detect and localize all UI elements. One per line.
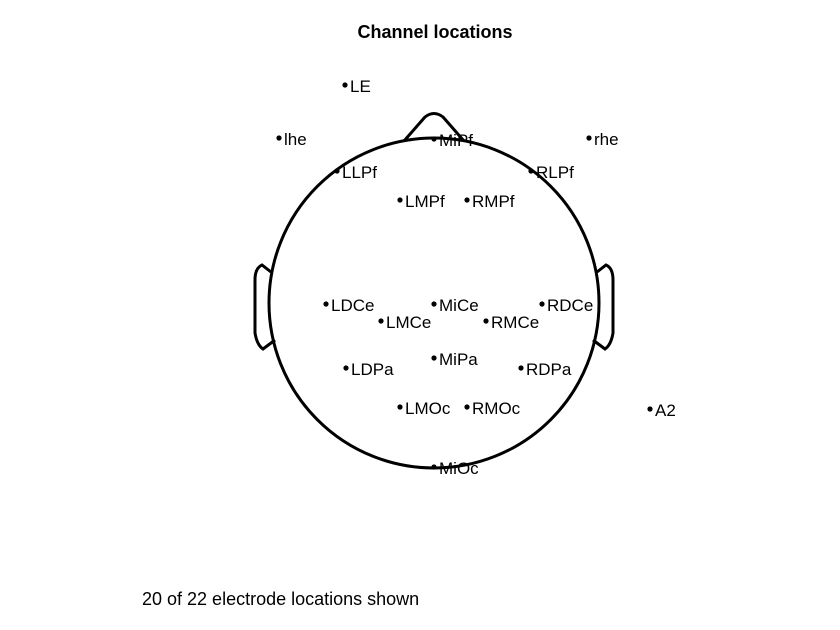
electrode-dot bbox=[334, 168, 340, 174]
electrode-mipf: MiPf bbox=[431, 131, 473, 150]
electrode-dot bbox=[431, 136, 437, 142]
electrode-lmoc: LMOc bbox=[397, 399, 451, 418]
electrode-mioc: MiOc bbox=[431, 459, 479, 478]
electrode-label: A2 bbox=[655, 401, 676, 420]
electrode-label: LMCe bbox=[386, 313, 431, 332]
electrode-dot bbox=[464, 404, 470, 410]
electrode-label: RDPa bbox=[526, 360, 572, 379]
electrode-label: MiCe bbox=[439, 296, 479, 315]
electrode-label: RMPf bbox=[472, 192, 515, 211]
left-ear bbox=[253, 263, 276, 351]
electrode-label: LDPa bbox=[351, 360, 394, 379]
electrode-label: MiOc bbox=[439, 459, 479, 478]
electrode-ldpa: LDPa bbox=[343, 360, 394, 379]
electrode-mipa: MiPa bbox=[431, 350, 478, 369]
electrode-dot bbox=[647, 406, 653, 412]
electrode-dot bbox=[586, 135, 592, 141]
electrode-label: RDCe bbox=[547, 296, 593, 315]
electrode-rmce: RMCe bbox=[483, 313, 539, 332]
electrode-label: RMCe bbox=[491, 313, 539, 332]
electrode-label: LDCe bbox=[331, 296, 374, 315]
electrode-rhe: rhe bbox=[586, 130, 619, 149]
electrode-dot bbox=[528, 168, 534, 174]
electrode-label: rhe bbox=[594, 130, 619, 149]
electrode-label: LLPf bbox=[342, 163, 377, 182]
electrode-dot bbox=[539, 301, 545, 307]
electrode-dot bbox=[378, 318, 384, 324]
electrode-lhe: lhe bbox=[276, 130, 307, 149]
electrode-label: LMOc bbox=[405, 399, 451, 418]
electrode-label: MiPf bbox=[439, 131, 473, 150]
electrode-dot bbox=[397, 404, 403, 410]
electrode-le: LE bbox=[342, 77, 371, 96]
electrode-dot bbox=[518, 365, 524, 371]
electrode-lmpf: LMPf bbox=[397, 192, 445, 211]
electrode-dot bbox=[431, 301, 437, 307]
electrode-label: MiPa bbox=[439, 350, 478, 369]
electrode-rmoc: RMOc bbox=[464, 399, 521, 418]
electrode-dot bbox=[431, 464, 437, 470]
electrode-label: RLPf bbox=[536, 163, 574, 182]
electrode-mice: MiCe bbox=[431, 296, 479, 315]
nose-shape bbox=[402, 112, 466, 142]
electrode-dot bbox=[342, 82, 348, 88]
electrode-dot bbox=[464, 197, 470, 203]
electrode-lmce: LMCe bbox=[378, 313, 431, 332]
electrode-dot bbox=[483, 318, 489, 324]
electrode-rmpf: RMPf bbox=[464, 192, 515, 211]
right-ear bbox=[592, 263, 615, 351]
electrode-dot bbox=[276, 135, 282, 141]
electrode-llpf: LLPf bbox=[334, 163, 377, 182]
electrode-label: LE bbox=[350, 77, 371, 96]
electrode-label: LMPf bbox=[405, 192, 445, 211]
electrode-rdpa: RDPa bbox=[518, 360, 572, 379]
electrode-rlpf: RLPf bbox=[528, 163, 574, 182]
electrode-dot bbox=[343, 365, 349, 371]
electrode-label: RMOc bbox=[472, 399, 521, 418]
electrode-dot bbox=[323, 301, 329, 307]
electrode-dot bbox=[431, 355, 437, 361]
electrode-a2: A2 bbox=[647, 401, 676, 420]
electrode-rdce: RDCe bbox=[539, 296, 593, 315]
electrode-label: lhe bbox=[284, 130, 307, 149]
electrode-ldce: LDCe bbox=[323, 296, 374, 315]
electrode-dot bbox=[397, 197, 403, 203]
plot-title: Channel locations bbox=[357, 22, 513, 42]
electrodes-shown-note: 20 of 22 electrode locations shown bbox=[142, 589, 420, 609]
